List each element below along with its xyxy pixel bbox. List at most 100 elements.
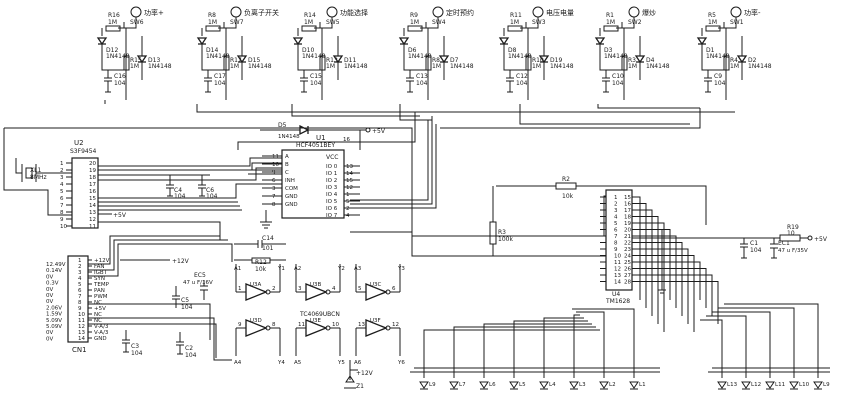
c2-ref: C2 (185, 345, 193, 352)
c1-ref: C1 (750, 240, 758, 247)
capacitor-symbol (704, 70, 712, 93)
led-l6: L6 (479, 323, 592, 390)
u1-pin-number: 2 (346, 206, 350, 212)
diode2-value: 1N4148 (344, 63, 368, 70)
u4-out-wire (632, 229, 671, 300)
u1-ref: U1 (316, 134, 326, 142)
diode2-value: 1N4148 (450, 63, 474, 70)
led-wire (513, 320, 588, 360)
u1-pin-label: IO 0 (326, 164, 338, 170)
resistor-top-value: 1M (304, 19, 313, 26)
u4-out-wire (632, 235, 677, 308)
resistor-top-ref: R8 (208, 12, 216, 19)
led-wire (543, 317, 584, 360)
column-bus (503, 58, 529, 100)
column-bus (297, 58, 323, 100)
u4-block: U4 TM1628 123456789101112131415161718192… (411, 176, 828, 332)
c6-value: 104 (206, 193, 218, 200)
diode-ref: D3 (604, 47, 613, 54)
u4-part: TM1628 (605, 298, 630, 305)
u2-pin-number: 3 (60, 175, 64, 181)
u4-pin-number: 2 (614, 202, 618, 208)
z1-ref: Z1 (356, 383, 364, 390)
resistor-side-value: 1M (230, 63, 239, 70)
column-bus (599, 58, 625, 100)
resistor-top-value: 1M (410, 19, 419, 26)
resistor-top (205, 25, 221, 32)
diode2-ref: D13 (148, 57, 160, 64)
diode-value: 1N4148 (604, 53, 628, 60)
diode2-ref: D19 (550, 57, 562, 64)
push-button-sw3[interactable] (532, 6, 544, 18)
cn1-voltage: 0V (46, 299, 53, 305)
resistor-top-ref: R1 (606, 12, 614, 19)
u4-pin-number: 9 (614, 247, 618, 253)
cn1-voltage: 5.09V (46, 324, 62, 330)
capacitor-ref: C10 (612, 73, 624, 80)
xtal-freq: 8MHz (30, 174, 47, 181)
diode-symbol (498, 37, 510, 46)
ec5-ref: EC5 (194, 272, 206, 279)
push-button-sw6[interactable] (130, 6, 142, 18)
cn1-pin-number: 13 (78, 330, 85, 336)
push-button-sw5[interactable] (326, 6, 338, 18)
capacitor-symbol (406, 70, 414, 93)
cn1-net: V-A/3 (94, 330, 109, 336)
u1-pin-number: 9 (272, 170, 276, 176)
cn1-net: NC (94, 312, 102, 318)
push-button-sw4[interactable] (432, 6, 444, 18)
capacitor-symbol (506, 70, 514, 93)
inverter-pin-out: 2 (272, 286, 276, 292)
u4-supply-node (807, 235, 813, 241)
led-wire (724, 303, 819, 360)
push-button-sw7[interactable] (230, 6, 242, 18)
u4-pin-number: 6 (614, 228, 618, 234)
led-wire (700, 319, 723, 360)
u2-pin-number: 4 (60, 182, 64, 188)
capacitor-symbol (204, 70, 212, 93)
diode2-ref: D7 (450, 57, 459, 64)
push-button-sw2[interactable] (628, 6, 640, 18)
u2-pin-number: 13 (89, 210, 96, 216)
led-ref: L1 (639, 382, 646, 388)
capacitor-ref: C12 (516, 73, 528, 80)
resistor-side-ref: R15 (130, 57, 142, 64)
resistor-side-value: 1M (326, 63, 335, 70)
resistor-top-ref: R16 (108, 12, 120, 19)
inverter-ref: U3B (310, 282, 322, 288)
u4-out-wire (632, 248, 689, 324)
c1-value: 104 (750, 247, 762, 254)
cn1-pin-number: 9 (78, 306, 82, 312)
crystal-symbol (25, 167, 33, 179)
push-button-sw1[interactable] (730, 6, 742, 18)
diode-symbol (196, 37, 208, 46)
led-bus (410, 367, 830, 373)
u1-chip (281, 149, 345, 219)
u1-vcc-num: 16 (343, 137, 350, 143)
cn1-pin-number: 5 (78, 282, 82, 288)
r19-ref: R19 (787, 224, 799, 231)
u2-pin-number: 6 (60, 196, 64, 202)
r3-resistor (489, 221, 497, 245)
u2-pin-number: 16 (89, 189, 96, 195)
inverter-ref: U3A (250, 282, 262, 288)
resistor-top (507, 25, 523, 32)
diode2-symbol (438, 55, 450, 64)
r3-value: 100k (498, 236, 513, 243)
u4-pin-number: 8 (614, 241, 618, 247)
c4-ref: C4 (174, 187, 182, 194)
capacitor-ref: C13 (416, 73, 428, 80)
capacitor-value: 104 (714, 80, 726, 87)
cn1-net: PAN (94, 288, 105, 294)
inverter-node-wire (235, 328, 281, 356)
led-l1: L1 (572, 308, 646, 390)
u1-pin-label: C (285, 170, 289, 176)
diode-value: 1N4148 (408, 53, 432, 60)
cn1-pin-number: 8 (78, 300, 82, 306)
